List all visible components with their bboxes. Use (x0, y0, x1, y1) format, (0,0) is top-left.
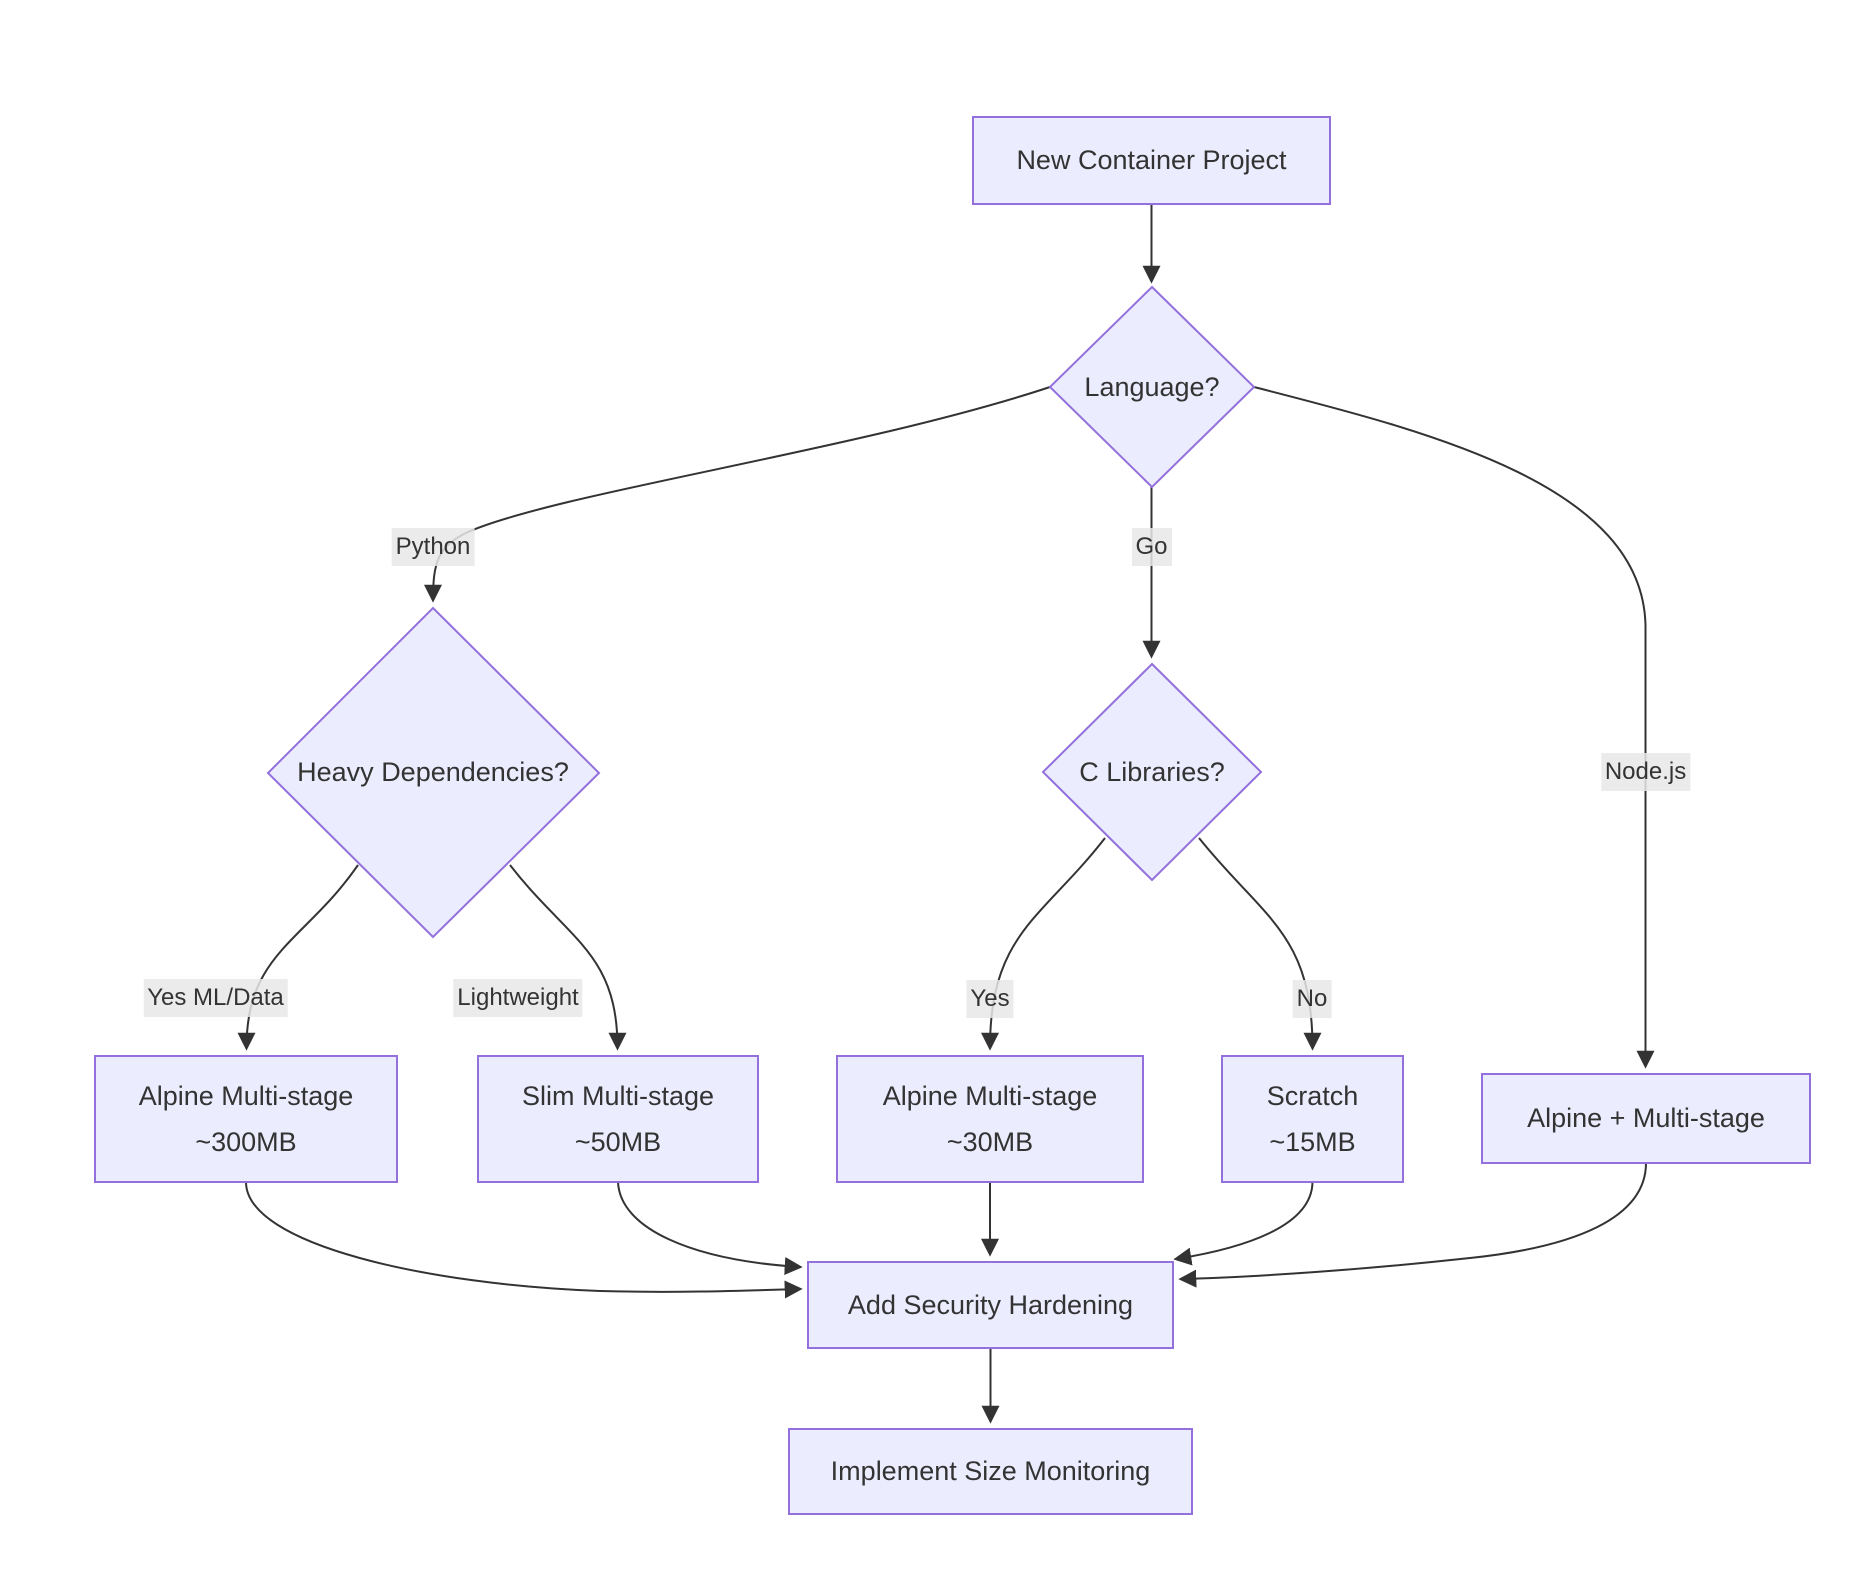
node-go-scratch-line1: Scratch (1266, 1081, 1359, 1111)
node-security-label: Add Security Hardening (847, 1290, 1134, 1320)
edge-python-slim-to-security (617, 1181, 803, 1276)
node-heavy-deps-shape (266, 606, 601, 939)
edge-node-alpine-to-security (1178, 1162, 1647, 1288)
node-python-slim-label: Slim Multi-stage ~50MB (522, 1073, 714, 1165)
edge-python-alpine-to-security (245, 1181, 803, 1299)
node-monitoring-label: Implement Size Monitoring (830, 1456, 1151, 1486)
edge-label-go: Go (1131, 528, 1172, 566)
node-language-shape (1048, 285, 1256, 489)
node-python-alpine-line2: ~300MB (195, 1127, 297, 1157)
edge-label-python: Python (391, 528, 475, 566)
node-go-scratch-shape (1221, 1055, 1404, 1183)
node-go-alpine-line1: Alpine Multi-stage (882, 1081, 1098, 1111)
node-c-libraries-label: C Libraries? (1079, 757, 1225, 787)
node-go-scratch-line2: ~15MB (1269, 1127, 1356, 1157)
node-go-alpine-shape (836, 1055, 1144, 1183)
node-python-alpine-label: Alpine Multi-stage ~300MB (139, 1073, 354, 1165)
node-python-alpine-line1: Alpine Multi-stage (138, 1081, 354, 1111)
node-go-alpine-line2: ~30MB (946, 1127, 1034, 1157)
node-node-alpine-label: Alpine + Multi-stage (1527, 1103, 1765, 1133)
edge-label-no: No (1292, 980, 1332, 1018)
edge-language-to-node-alpine (1253, 386, 1655, 1069)
edge-heavy-deps-to-python-slim (509, 864, 627, 1051)
edge-go-scratch-to-security (1173, 1181, 1314, 1266)
node-new-project-shape (972, 116, 1331, 205)
node-new-project-label: New Container Project (1016, 145, 1287, 175)
node-security-shape (807, 1261, 1174, 1349)
edge-label-nodejs: Node.js (1600, 753, 1691, 791)
edge-label-yes-ml-data: Yes ML/Data (143, 979, 288, 1017)
edge-heavy-deps-to-python-alpine (237, 864, 359, 1051)
edge-label-yes: Yes (966, 980, 1014, 1018)
node-python-slim-line1: Slim Multi-stage (521, 1081, 715, 1111)
node-language-label: Language? (1084, 372, 1220, 402)
node-node-alpine-shape (1481, 1073, 1811, 1164)
node-python-alpine-shape (94, 1055, 398, 1183)
node-python-slim-shape (477, 1055, 759, 1183)
node-python-slim-line2: ~50MB (574, 1127, 662, 1157)
edge-language-to-heavy-deps (424, 386, 1051, 603)
node-go-alpine-label: Alpine Multi-stage ~30MB (883, 1073, 1098, 1165)
node-monitoring-shape (788, 1428, 1193, 1515)
edge-label-lightweight: Lightweight (453, 979, 583, 1017)
node-heavy-deps-label: Heavy Dependencies? (297, 757, 569, 787)
node-c-libraries-shape (1041, 662, 1263, 882)
node-go-scratch-label: Scratch ~15MB (1267, 1073, 1359, 1165)
